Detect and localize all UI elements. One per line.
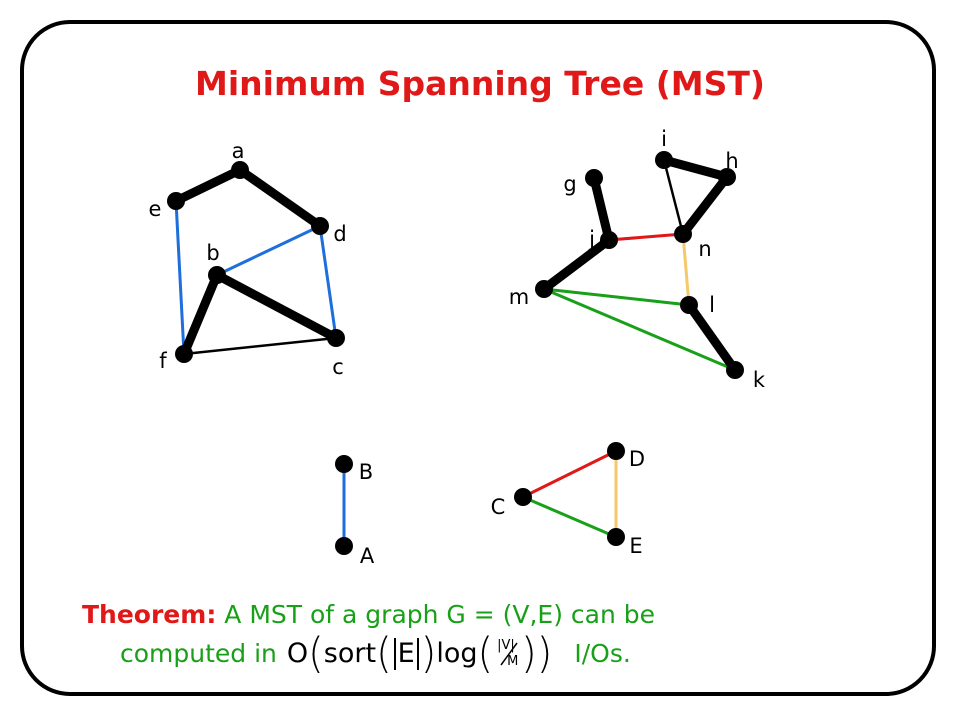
node-h xyxy=(718,168,736,186)
node-label-e: e xyxy=(149,197,162,221)
formula-abs-bar-left xyxy=(393,638,396,670)
edge-b-c xyxy=(212,270,341,343)
node-D xyxy=(607,442,625,460)
edge-a-d xyxy=(235,165,325,231)
edge-f-c xyxy=(182,336,338,356)
node-l xyxy=(680,296,698,314)
node-label-a: a xyxy=(232,139,245,163)
formula-memory: M xyxy=(507,654,519,669)
theorem-label: Theorem: xyxy=(82,600,217,629)
edge-e-a xyxy=(171,165,245,206)
formula-vertices: |V| xyxy=(497,638,515,653)
slide-title: Minimum Spanning Tree (MST) xyxy=(195,64,765,103)
formula-edges: E xyxy=(397,638,415,669)
node-label-D: D xyxy=(629,447,645,471)
edge-j-n xyxy=(607,232,685,242)
edge-m-k xyxy=(542,287,737,372)
edge-e-f xyxy=(174,199,186,356)
theorem-line-2: computed in O ( sort ( E ) log ( |V| M )… xyxy=(82,629,655,679)
node-a xyxy=(231,161,249,179)
edge-n-l xyxy=(681,232,691,307)
formula-paren-close-log: ) xyxy=(521,629,537,679)
node-c xyxy=(327,329,345,347)
edge-m-l xyxy=(542,287,691,307)
node-label-c: c xyxy=(332,355,344,379)
theorem-computed-in: computed in xyxy=(120,639,277,668)
edge-i-n xyxy=(662,158,685,236)
node-b xyxy=(208,266,226,284)
edge-C-E xyxy=(521,495,618,539)
edge-h-n xyxy=(678,172,732,239)
edge-d-b xyxy=(215,224,322,277)
theorem-io-unit: I/Os. xyxy=(574,639,631,668)
node-label-f: f xyxy=(159,349,167,373)
edge-g-j xyxy=(589,173,614,245)
edge-C-D xyxy=(521,449,618,499)
theorem-statement: A MST of a graph G = (V,E) can be xyxy=(216,600,656,629)
node-k xyxy=(726,361,744,379)
edge-j-m xyxy=(539,235,614,294)
formula-paren-close-inner: ) xyxy=(420,629,437,679)
edge-i-h xyxy=(659,155,732,182)
formula-log: log xyxy=(436,638,478,669)
node-label-m: m xyxy=(509,285,529,309)
node-j xyxy=(600,231,618,249)
node-n xyxy=(674,225,692,243)
edge-b-f xyxy=(179,270,222,359)
node-label-B: B xyxy=(359,460,373,484)
node-m xyxy=(535,280,553,298)
node-label-g: g xyxy=(563,172,576,196)
node-label-b: b xyxy=(206,241,219,265)
node-i xyxy=(655,151,673,169)
node-label-j: j xyxy=(588,227,595,251)
slide-frame xyxy=(20,20,936,696)
node-E xyxy=(607,528,625,546)
formula-big-o: O xyxy=(286,638,309,669)
io-complexity-formula: O ( sort ( E ) log ( |V| M ) ) xyxy=(286,629,553,679)
formula-slash xyxy=(500,642,518,666)
formula-paren-open-log: ( xyxy=(477,629,494,679)
formula-paren-open: ( xyxy=(308,629,324,679)
theorem-text: Theorem: A MST of a graph G = (V,E) can … xyxy=(82,596,655,679)
node-label-k: k xyxy=(753,368,766,392)
node-f xyxy=(175,345,193,363)
node-label-d: d xyxy=(333,222,346,246)
theorem-line-1: Theorem: A MST of a graph G = (V,E) can … xyxy=(82,596,655,634)
formula-abs-bar-right xyxy=(416,638,419,670)
node-label-n: n xyxy=(698,237,711,261)
node-label-h: h xyxy=(725,149,738,173)
node-label-E: E xyxy=(629,534,642,558)
node-B xyxy=(335,455,353,473)
node-A xyxy=(335,537,353,555)
node-g xyxy=(585,169,603,187)
formula-sort: sort xyxy=(323,638,377,669)
node-label-i: i xyxy=(661,127,667,151)
node-label-l: l xyxy=(709,293,715,317)
node-C xyxy=(514,488,532,506)
node-d xyxy=(311,217,329,235)
edge-l-k xyxy=(684,300,740,375)
node-label-A: A xyxy=(360,544,375,568)
edge-d-c xyxy=(318,224,338,340)
formula-paren-close: ) xyxy=(536,629,553,679)
node-label-C: C xyxy=(491,495,506,519)
formula-fraction: |V| M xyxy=(493,637,521,671)
node-e xyxy=(167,192,185,210)
formula-paren-open-inner: ( xyxy=(376,629,392,679)
